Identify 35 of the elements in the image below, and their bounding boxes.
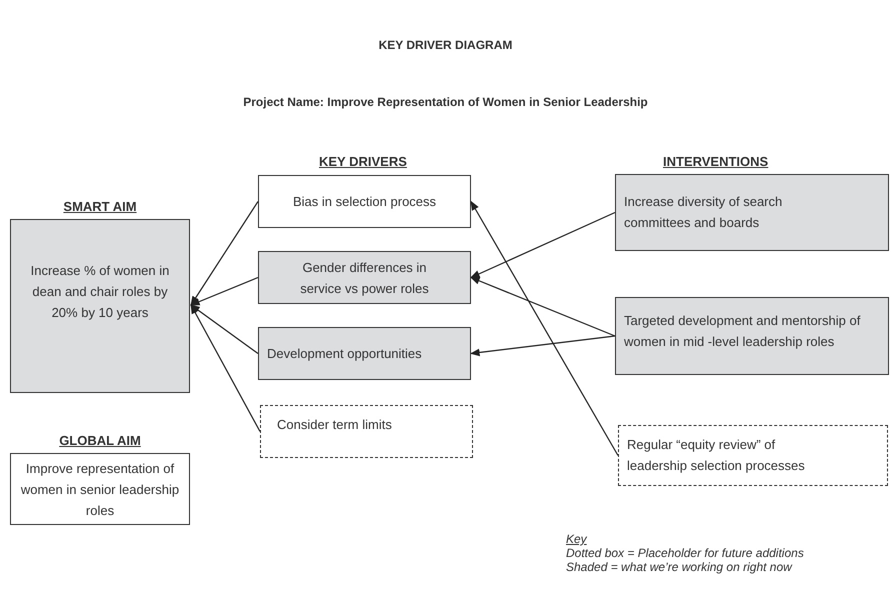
- project-name: Project Name: Improve Representation of Women in Senior Leadership: [243, 94, 648, 111]
- arrow: [190, 304, 258, 354]
- box-text: Gender differences in service vs power roles: [299, 258, 430, 298]
- box-text: Increase % of women in dean and chair roles by 20% by 10 years: [30, 262, 170, 322]
- column-heading: INTERVENTIONS: [663, 153, 768, 171]
- driver-box: [615, 174, 889, 251]
- arrow: [190, 276, 258, 306]
- key-note: Dotted box = Placeholder for future additions: [566, 546, 804, 560]
- box-text: Regular “equity review” of leadership selection processes: [627, 436, 806, 475]
- key-heading: Key: [566, 532, 587, 546]
- aim-heading: SMART AIM: [62, 198, 138, 216]
- box-text: Targeted development and mentorship of women in mid -level leadership roles: [624, 312, 862, 351]
- arrow: [470, 276, 616, 337]
- arrow: [470, 212, 616, 278]
- box-text: Increase diversity of search committees and boards: [624, 193, 784, 232]
- driver-box: [258, 327, 471, 380]
- aim-heading: GLOBAL AIM: [58, 432, 142, 450]
- arrow: [190, 304, 261, 432]
- driver-box: [258, 251, 471, 304]
- box-text: Bias in selection process: [292, 193, 436, 211]
- placeholder-box: [618, 425, 888, 486]
- driver-box: [10, 219, 190, 393]
- key-note: Shaded = what we’re working on right now: [566, 560, 792, 574]
- box-text: Improve representation of women in senior leadership roles: [20, 460, 180, 520]
- arrow: [470, 200, 619, 456]
- arrow: [190, 201, 258, 306]
- column-heading: KEY DRIVERS: [319, 153, 407, 171]
- driver-box: [615, 297, 889, 375]
- driver-box: [258, 175, 471, 228]
- box-text: Consider term limits: [277, 416, 392, 434]
- arrow: [470, 335, 616, 356]
- driver-box: [10, 453, 190, 525]
- placeholder-box: [260, 405, 473, 458]
- box-text: Development opportunities: [267, 345, 422, 363]
- diagram-title: KEY DRIVER DIAGRAM: [378, 37, 512, 54]
